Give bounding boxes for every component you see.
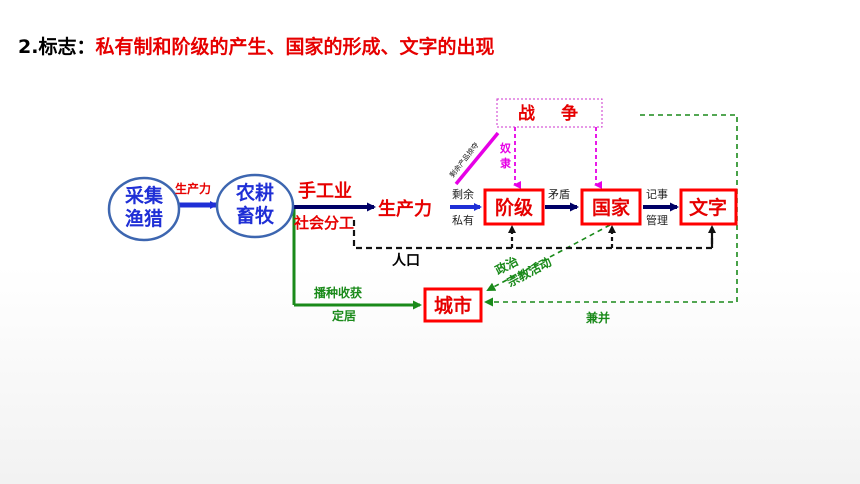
population-label: 人口 [392, 252, 420, 269]
gathering-label-2: 渔猎 [125, 207, 163, 230]
record-label: 记事 [646, 188, 668, 201]
city-label: 城市 [434, 294, 472, 317]
farming-ellipse [215, 173, 295, 239]
farming-label-1: 农耕 [235, 181, 274, 204]
surplus-label: 剩余 [452, 187, 474, 201]
settle-label: 定居 [332, 308, 356, 323]
war-box [496, 98, 603, 128]
contradiction-label: 矛盾 [548, 188, 570, 201]
productivity-label: 生产力 [378, 198, 432, 220]
surplus-products-bar [454, 131, 500, 186]
handicraft-label: 手工业 [298, 180, 352, 202]
slaves-label-2: 隶 [500, 156, 511, 170]
state-label: 国家 [592, 196, 631, 219]
population-loop [352, 220, 714, 250]
division-label: 社会分工 [293, 214, 354, 232]
class-label: 阶级 [495, 196, 533, 219]
slide-heading: 2.标志：私有制和阶级的产生、国家的形成、文字的出现 [18, 32, 494, 59]
sow-harvest-label: 播种收获 [314, 285, 362, 300]
class-box [483, 188, 545, 226]
writing-box [679, 188, 738, 226]
manage-label: 管理 [646, 213, 668, 227]
city-box [423, 287, 483, 323]
heading-text: 私有制和阶级的产生、国家的形成、文字的出现 [95, 36, 495, 58]
state-box [580, 188, 642, 226]
heading-prefix: 2.标志： [18, 36, 96, 58]
writing-label: 文字 [689, 196, 727, 219]
slaves-label-1: 奴 [499, 141, 512, 155]
war-label: 战 争 [518, 103, 588, 124]
annex-label: 兼并 [585, 310, 610, 325]
gathering-ellipse [107, 176, 181, 242]
private-label: 私有 [452, 213, 474, 227]
farming-label-2: 畜牧 [236, 204, 275, 227]
prod-force-label: 生产力 [175, 181, 211, 196]
gathering-label-1: 采集 [125, 184, 164, 207]
